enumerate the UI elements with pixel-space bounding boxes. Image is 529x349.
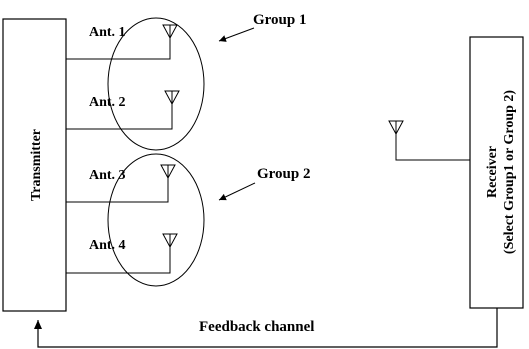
feed-line-ant1 bbox=[66, 38, 171, 60]
receiver-block: Receiver (Select Group1 or Group 2) bbox=[469, 36, 524, 309]
group-label-2: Group 2 bbox=[257, 166, 311, 182]
feedback-channel-label: Feedback channel bbox=[199, 319, 314, 335]
antenna-4-icon bbox=[162, 233, 178, 249]
antenna-label-2: Ant. 2 bbox=[89, 95, 126, 110]
feed-line-ant3 bbox=[66, 178, 169, 203]
feed-line-ant2 bbox=[66, 104, 173, 130]
transmitter-label: Transmitter bbox=[29, 129, 44, 201]
group-1-pointer-arrow bbox=[218, 27, 255, 42]
transmitter-box bbox=[2, 18, 67, 312]
transmitter-block: Transmitter bbox=[2, 18, 67, 312]
receiver-label-line2: (Select Group1 or Group 2) bbox=[502, 90, 517, 254]
antenna-2-icon bbox=[164, 90, 180, 106]
antenna-3-icon bbox=[160, 164, 176, 180]
antenna-label-1: Ant. 1 bbox=[89, 25, 126, 40]
antenna-feed-lines bbox=[66, 38, 173, 274]
group-2-ellipse bbox=[107, 153, 205, 287]
group-label-1: Group 1 bbox=[253, 12, 307, 28]
receiver-antenna-icon bbox=[388, 120, 404, 136]
receiver-antenna-feed bbox=[395, 134, 470, 161]
antenna-1-icon bbox=[162, 24, 178, 40]
feedback-channel-line bbox=[34, 308, 498, 348]
feed-line-ant4 bbox=[66, 247, 171, 274]
group-1-ellipse bbox=[107, 17, 205, 151]
group-2-pointer-arrow bbox=[218, 182, 256, 201]
antenna-label-3: Ant. 3 bbox=[89, 168, 126, 183]
antenna-label-4: Ant. 4 bbox=[89, 238, 126, 253]
receiver-label-line1: Receiver bbox=[485, 146, 500, 198]
